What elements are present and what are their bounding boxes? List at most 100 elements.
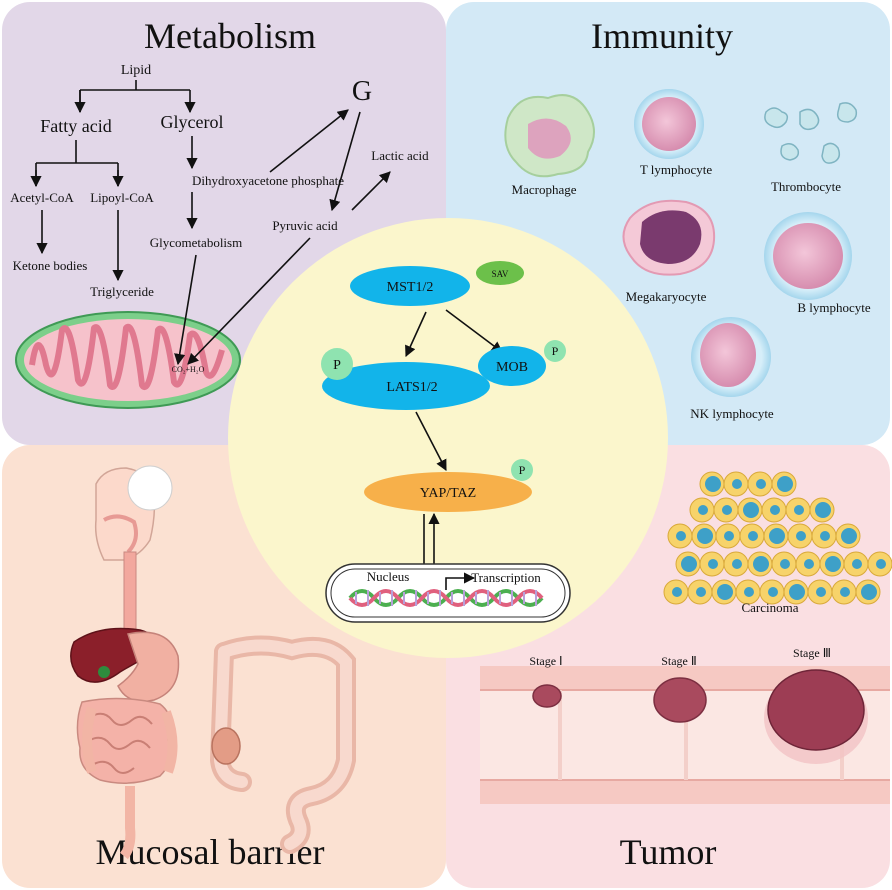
label-t-lymphocyte: T lymphocyte <box>640 162 713 177</box>
carcinoma-nucleus <box>681 556 697 572</box>
arrow-mst-lats <box>405 311 427 358</box>
carcinoma-nucleus <box>777 476 793 492</box>
sav-label: SAV <box>492 269 509 279</box>
carcinoma-nucleus <box>770 505 780 515</box>
arrow-mst-mob <box>445 309 503 353</box>
lats-node <box>322 362 490 410</box>
thrombocyte-image <box>764 102 858 164</box>
tumor-stage-2 <box>653 677 707 723</box>
label-carcinoma: Carcinoma <box>741 600 798 615</box>
t-lymphocyte-image <box>634 89 704 159</box>
node-pyruvic-acid: Pyruvic acid <box>272 218 338 233</box>
label-stage1: Stage Ⅰ <box>529 654 562 668</box>
arrow-pyruvic-mito <box>187 237 311 365</box>
immunity-cells: Macrophage T lymphocyte Thrombocyte Mega… <box>504 89 871 421</box>
carcinoma-nucleus <box>815 502 831 518</box>
transcription-label: Transcription <box>471 570 541 585</box>
lipid-branch <box>79 80 190 112</box>
mob-label: MOB <box>496 360 528 375</box>
label-stage3: Stage Ⅲ <box>793 646 831 660</box>
carcinoma-nucleus <box>705 476 721 492</box>
arrow-dhap-g <box>269 109 349 173</box>
node-lactic-acid: Lactic acid <box>371 148 429 163</box>
label-macrophage: Macrophage <box>512 182 577 197</box>
node-co2-h2o: CO₂+H₂O <box>172 365 205 374</box>
mob-node <box>478 346 546 386</box>
carcinoma-nucleus <box>717 584 733 600</box>
carcinoma-nucleus <box>840 587 850 597</box>
carcinoma-nucleus <box>744 587 754 597</box>
b-lymphocyte-image <box>764 212 852 300</box>
immunity-title: Immunity <box>591 16 733 56</box>
node-acetyl-coa: Acetyl-CoA <box>10 190 74 205</box>
carcinoma-nucleus <box>768 587 778 597</box>
arrow-pyruvic-lactic <box>351 171 391 211</box>
arrow-transcription <box>445 572 476 590</box>
colon-image <box>209 635 356 854</box>
carcinoma-nucleus <box>820 531 830 541</box>
mob-phospho <box>544 340 566 362</box>
digestive-tract-image <box>70 465 180 860</box>
lats-label: LATS1/2 <box>386 380 437 395</box>
node-glycometabolism: Glycometabolism <box>150 235 242 250</box>
carcinoma-nucleus <box>876 559 886 569</box>
yap-node <box>364 472 532 512</box>
node-fatty-acid: Fatty acid <box>40 116 111 136</box>
mitochondrion-image: CO₂+H₂O <box>15 311 241 409</box>
fatty-acid-branch <box>35 140 119 186</box>
arrow-glyco-mito <box>174 254 197 366</box>
hippo-pathway: MST1/2 SAV LATS1/2 P MOB P YAP/TAZ P Nuc… <box>228 218 668 658</box>
carcinoma-image <box>663 471 892 605</box>
megakaryocyte-image <box>622 199 716 276</box>
carcinoma-nucleus <box>753 556 769 572</box>
node-lipoyl-coa: Lipoyl-CoA <box>90 190 154 205</box>
carcinoma-nucleus <box>722 505 732 515</box>
label-thrombocyte: Thrombocyte <box>771 179 841 194</box>
label-b-lymphocyte: B lymphocyte <box>797 300 871 315</box>
carcinoma-nucleus <box>724 531 734 541</box>
carcinoma-nucleus <box>748 531 758 541</box>
node-triglyceride: Triglyceride <box>90 284 154 299</box>
node-g: G <box>352 76 372 107</box>
carcinoma-nucleus <box>696 587 706 597</box>
nk-lymphocyte-image <box>691 317 771 397</box>
yap-phospho-label: P <box>519 463 526 477</box>
node-glycerol: Glycerol <box>161 112 224 132</box>
carcinoma-nucleus <box>780 559 790 569</box>
lats-phospho <box>321 348 353 380</box>
carcinoma-nucleus <box>816 587 826 597</box>
tumor-stage-3 <box>764 669 868 764</box>
carcinoma-nucleus <box>804 559 814 569</box>
carcinoma-nucleus <box>697 528 713 544</box>
carcinoma-nucleus <box>841 528 857 544</box>
carcinoma-nucleus <box>672 587 682 597</box>
tumor-stage-1 <box>532 684 562 708</box>
carcinoma-nucleus <box>708 559 718 569</box>
carcinoma-nucleus <box>676 531 686 541</box>
arrow-lats-yap <box>415 411 447 471</box>
nucleus-label: Nucleus <box>367 569 410 584</box>
carcinoma-nucleus <box>861 584 877 600</box>
macrophage-image <box>504 94 595 178</box>
metabolism-title: Metabolism <box>144 16 316 56</box>
dna-helix-image <box>348 589 544 607</box>
carcinoma-nucleus <box>732 559 742 569</box>
mst-node <box>350 266 470 306</box>
center-circle <box>228 218 668 658</box>
tumor-title: Tumor <box>620 832 717 872</box>
mst-label: MST1/2 <box>387 280 434 295</box>
label-nk-lymphocyte: NK lymphocyte <box>690 406 774 421</box>
carcinoma-nucleus <box>698 505 708 515</box>
node-ketone-bodies: Ketone bodies <box>13 258 88 273</box>
carcinoma-nucleus <box>789 584 805 600</box>
carcinoma-nucleus <box>756 479 766 489</box>
lats-phospho-label: P <box>333 358 341 373</box>
carcinoma-nucleus <box>796 531 806 541</box>
label-stage2: Stage Ⅱ <box>661 654 697 668</box>
node-lipid: Lipid <box>121 63 151 78</box>
sav-node <box>476 261 524 285</box>
carcinoma-nucleus <box>743 502 759 518</box>
carcinoma-nucleus <box>769 528 785 544</box>
